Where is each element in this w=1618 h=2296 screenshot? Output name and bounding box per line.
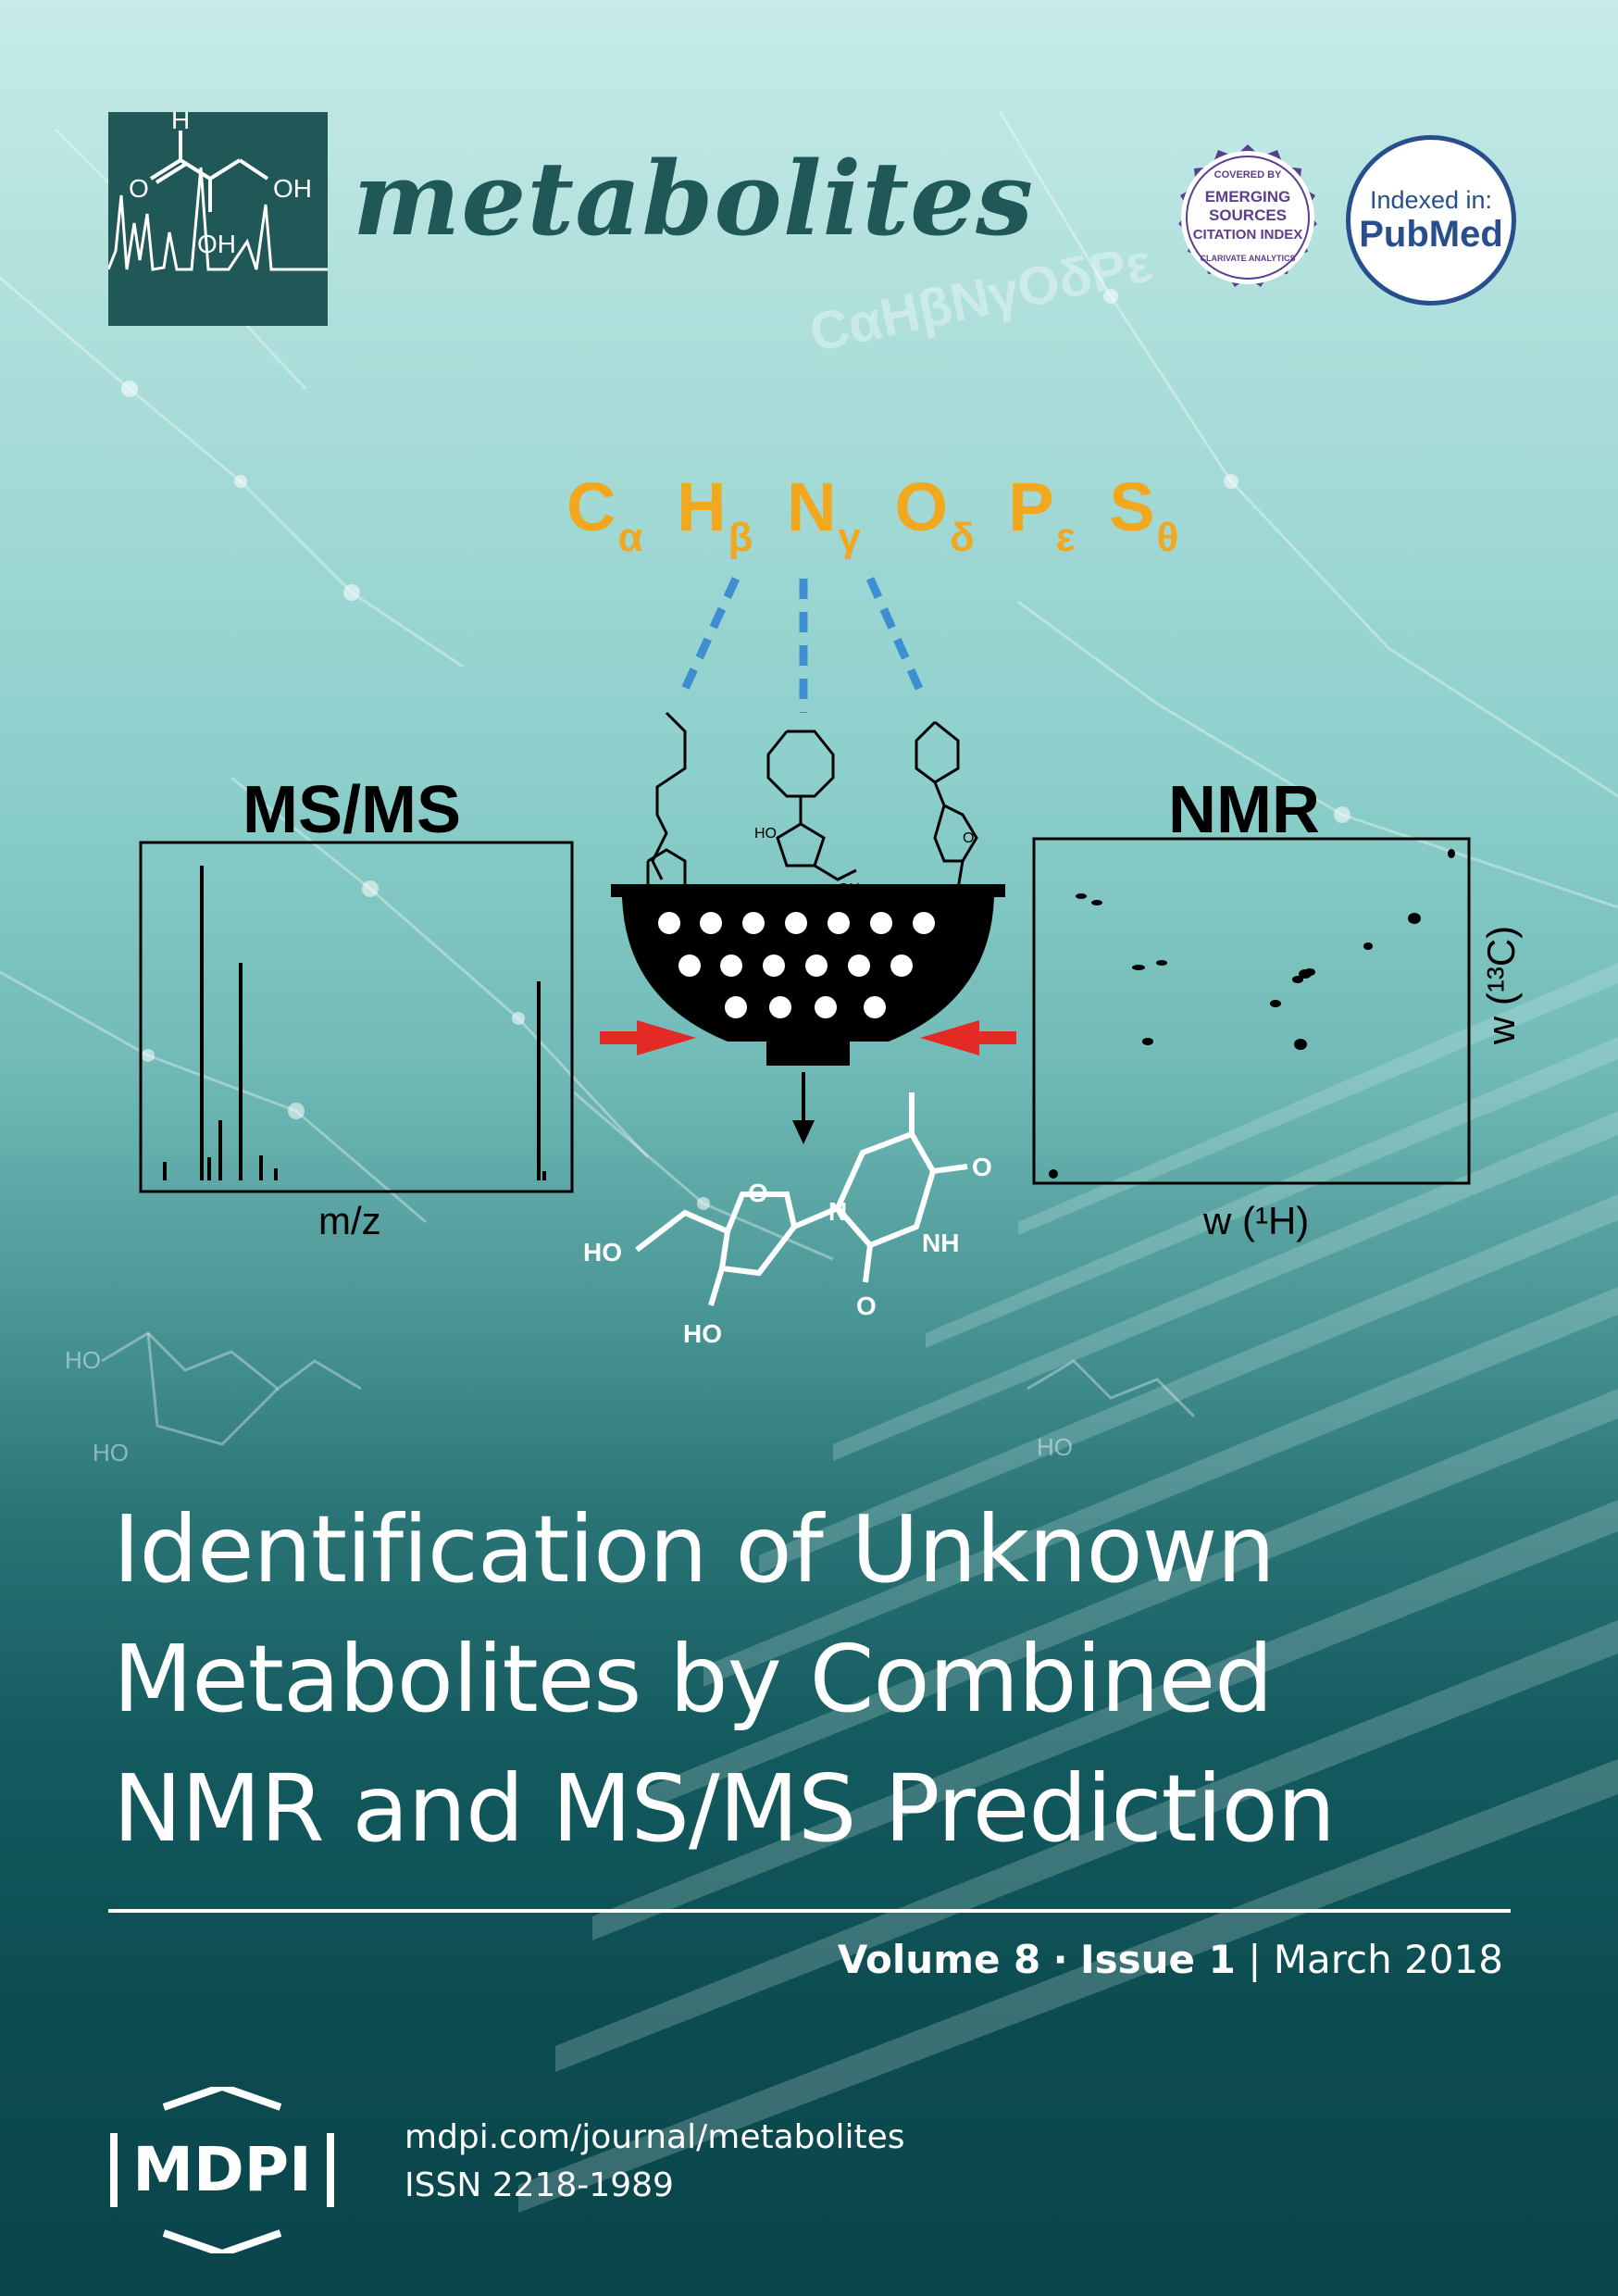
svg-text:CLARIVATE ANALYTICS: CLARIVATE ANALYTICS	[1200, 254, 1295, 263]
volume-label: Volume 8	[837, 1937, 1041, 1982]
nmr-cross-peaks	[1049, 849, 1455, 1179]
sieve-icon	[611, 884, 1005, 1066]
svg-text:MDPI: MDPI	[132, 2134, 311, 2205]
pubmed-indexed-label: Indexed in:	[1369, 186, 1493, 214]
svg-text:OH: OH	[197, 230, 236, 258]
svg-text:HO: HO	[1037, 1433, 1073, 1461]
issue-separator: ·	[1052, 1937, 1068, 1982]
issue-label: Issue 1	[1079, 1937, 1236, 1982]
esci-badge: COVERED BY EMERGING SOURCES CITATION IND…	[1178, 144, 1317, 287]
formula-subscript: β	[728, 515, 755, 560]
svg-text:O: O	[129, 174, 149, 203]
title-line: NMR and MS/MS Prediction	[113, 1754, 1336, 1863]
svg-text:CITATION INDEX: CITATION INDEX	[1193, 227, 1303, 243]
issue-divider: |	[1248, 1937, 1262, 1982]
title-line: Identification of Unknown	[113, 1495, 1276, 1603]
nmr-heading: NMR	[1168, 773, 1320, 847]
journal-logo: H O OH OH	[106, 106, 328, 326]
svg-text:H: H	[171, 112, 190, 134]
nmr-y-axis-label: w (¹³C)	[1479, 925, 1524, 1045]
dash-line	[676, 577, 741, 701]
mdpi-logo: MDPI	[110, 2087, 334, 2253]
formula-subscript: α	[617, 515, 645, 560]
svg-text:O: O	[963, 830, 974, 846]
thymidine-structure	[635, 1092, 968, 1306]
nmr-x-axis-label: w (¹H)	[1203, 1199, 1310, 1242]
formula-subscript: θ	[1156, 515, 1181, 560]
element-formula: Cα Hβ Nγ Oδ Pε Sθ	[566, 468, 1191, 560]
pubmed-badge: Indexed in: PubMed	[1346, 135, 1516, 306]
msms-panel-frame	[139, 841, 574, 1193]
svg-text:HO: HO	[683, 1319, 722, 1348]
dash-line	[865, 577, 928, 701]
issn: ISSN 2218-1989	[404, 2166, 674, 2204]
svg-text:O: O	[972, 1153, 992, 1181]
formula-symbol: H	[677, 468, 728, 545]
svg-text:O: O	[748, 1179, 768, 1207]
formula-subscript: ε	[1055, 515, 1077, 560]
formula-symbol: C	[566, 468, 618, 545]
msms-spectrum-peaks	[163, 866, 546, 1180]
msms-x-axis-label: m/z	[318, 1199, 381, 1242]
svg-text:N: N	[828, 1197, 847, 1226]
scheme-illustration: HO O HO	[139, 577, 1471, 1348]
svg-text:HO: HO	[93, 1439, 129, 1466]
issue-info: Volume 8 · Issue 1 | March 2018	[838, 1937, 1503, 1982]
journal-url[interactable]: mdpi.com/journal/metabolites	[404, 2118, 905, 2156]
issue-date: March 2018	[1273, 1937, 1503, 1982]
formula-symbol: N	[786, 468, 839, 545]
molecule-icon: H O OH OH	[106, 106, 328, 271]
svg-text:HO: HO	[583, 1238, 622, 1267]
formula-subscript: γ	[838, 515, 863, 560]
formula-symbol: S	[1109, 468, 1157, 545]
formula-symbol: O	[894, 468, 951, 545]
formula-subscript: δ	[950, 515, 977, 560]
svg-text:OH: OH	[273, 174, 312, 203]
pubmed-name: PubMed	[1359, 214, 1503, 255]
down-arrow-icon	[792, 1072, 815, 1144]
svg-text:HO: HO	[754, 826, 777, 842]
svg-text:SOURCES: SOURCES	[1209, 206, 1287, 224]
cover-title: Identification of Unknown Metabolites by…	[113, 1485, 1557, 1874]
formula-symbol: P	[1008, 468, 1056, 545]
nmr-panel-frame	[1032, 837, 1471, 1185]
svg-text:EMERGING: EMERGING	[1205, 188, 1291, 206]
svg-text:COVERED BY: COVERED BY	[1214, 169, 1282, 181]
title-line: Metabolites by Combined	[113, 1625, 1274, 1733]
svg-text:O: O	[856, 1292, 877, 1320]
svg-text:HO: HO	[65, 1346, 101, 1374]
svg-text:NH: NH	[922, 1229, 959, 1257]
msms-heading: MS/MS	[243, 773, 462, 847]
title-divider	[108, 1909, 1511, 1913]
red-arrows	[600, 1020, 1016, 1055]
journal-title: metabolites	[353, 139, 1035, 258]
